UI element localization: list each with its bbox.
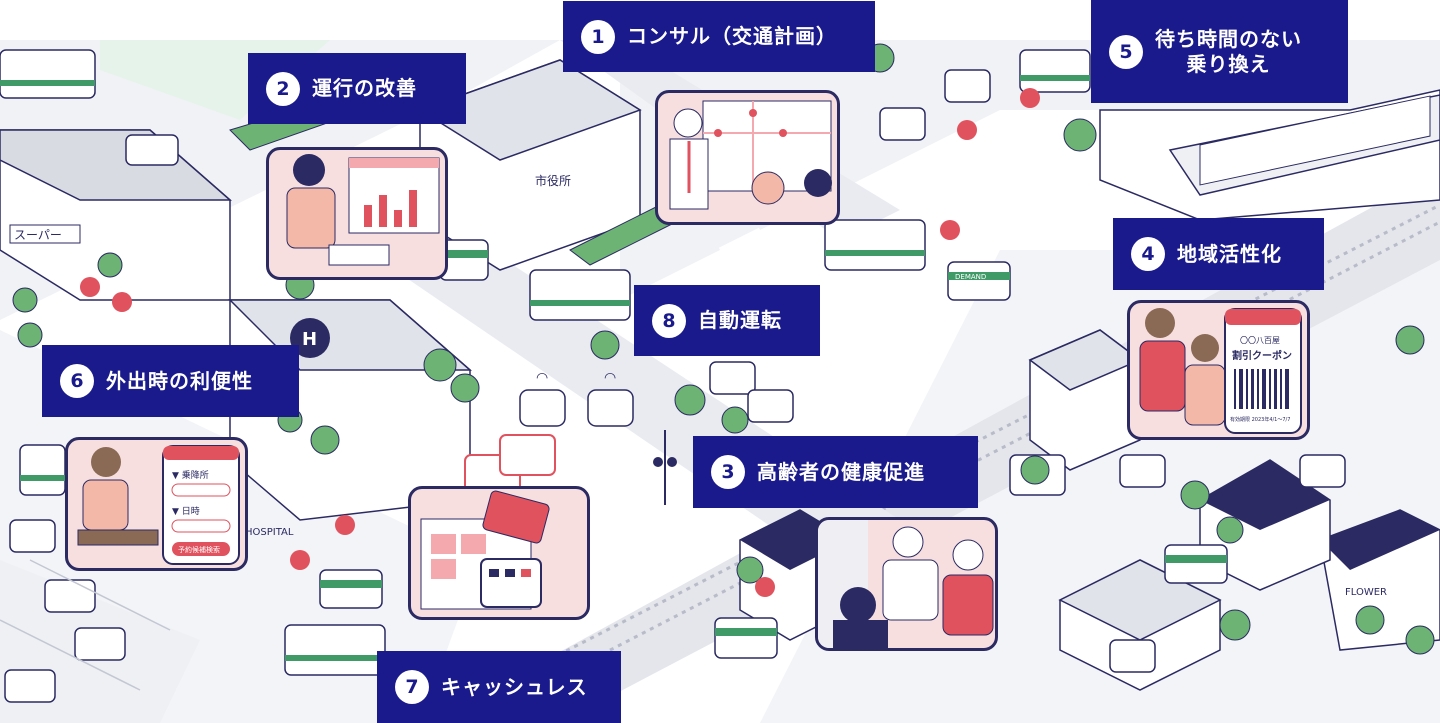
coupon-validity: 有効期限 2023年4/1〜7/7 — [1230, 416, 1290, 423]
pickup-field — [171, 483, 231, 497]
number-badge: 8 — [652, 303, 686, 338]
crosswalk — [718, 227, 792, 277]
label-autonomous-driving: 8 自動運転 — [634, 285, 820, 356]
number-badge: 3 — [711, 455, 745, 489]
ambulance — [499, 434, 556, 476]
demand-van: DEMAND — [947, 261, 1011, 301]
consulting-panel — [655, 90, 840, 225]
pickup-label: ▼ 乗降所 — [172, 469, 209, 481]
analyst-illustration — [286, 154, 440, 266]
outing-convenience-panel: ▼ 乗降所 ▼ 日時 予約候補検索 — [65, 437, 248, 571]
passengers-illustration — [818, 520, 994, 648]
demand-van — [1164, 544, 1228, 584]
car — [125, 134, 179, 166]
house — [1028, 329, 1142, 471]
car — [4, 669, 56, 703]
car — [44, 579, 96, 613]
autonomous-pod: ◠ — [519, 370, 566, 427]
bus — [284, 624, 386, 676]
booking-illustration: ▼ 乗降所 ▼ 日時 予約候補検索 — [77, 445, 240, 565]
label-text: 地域活性化 — [1177, 241, 1282, 266]
label-elderly-health: 3 高齢者の健康促進 — [693, 436, 978, 508]
city-hall-sign: 市役所 — [535, 173, 571, 188]
datetime-label: ▼ 日時 — [172, 506, 200, 517]
rail-track — [469, 203, 1440, 702]
cashless-panel — [408, 486, 590, 620]
regional-revitalization-panel: 〇〇八百屋 割引クーポン 有効期限 2023年4/1〜7/7 — [1127, 300, 1310, 440]
car — [747, 389, 794, 423]
search-button — [172, 542, 230, 556]
car — [1299, 454, 1346, 488]
label-text: キャッシュレス — [441, 674, 588, 699]
supermarket-building: スーパー — [0, 129, 232, 301]
demand-van — [319, 569, 383, 609]
label-text: 高齢者の健康促進 — [757, 459, 925, 484]
label-outing-convenience: 6 外出時の利便性 — [42, 345, 299, 417]
railroad-crossing — [653, 430, 677, 505]
label-text: 外出時の利便性 — [106, 368, 253, 393]
number-badge: 1 — [581, 19, 615, 54]
label-text: 自動運転 — [698, 308, 782, 332]
smile-marker — [80, 88, 1040, 597]
barcode — [1234, 369, 1289, 409]
number-badge: 7 — [395, 670, 429, 704]
florist-shop: FLOWER — [1319, 509, 1440, 651]
operation-improvement-panel — [266, 147, 448, 280]
coupon-shop: 〇〇八百屋 — [1240, 336, 1280, 345]
label-text: 待ち時間のない 乗り換え — [1155, 26, 1302, 76]
parking-lines — [0, 559, 171, 691]
bus — [1019, 49, 1091, 93]
car — [1119, 454, 1166, 488]
card-payment-illustration — [420, 490, 550, 610]
number-badge: 2 — [266, 71, 300, 106]
consultant-head — [673, 108, 703, 138]
label-text: コンサル（交通計画） — [627, 24, 837, 48]
florist-sign: FLOWER — [1345, 587, 1387, 598]
demand-van — [714, 617, 778, 659]
car — [879, 107, 926, 141]
label-text: 運行の改善 — [312, 76, 417, 100]
wifi-icon: ◠ — [536, 370, 548, 386]
bus — [19, 444, 66, 496]
autonomous-pod: ◠ — [587, 370, 634, 427]
datetime-field — [171, 519, 231, 533]
coupon-title: 割引クーポン — [1232, 349, 1292, 362]
consulting-illustration — [669, 100, 832, 210]
hospital-sign: HOSPITAL — [245, 527, 294, 538]
car — [9, 519, 56, 553]
coupon-illustration: 〇〇八百屋 割引クーポン 有効期限 2023年4/1〜7/7 — [1139, 308, 1302, 434]
bus — [824, 219, 926, 271]
demand-van-label: DEMAND — [955, 273, 986, 281]
car — [944, 69, 991, 103]
elderly-health-panel — [815, 517, 998, 651]
helipad — [290, 318, 330, 358]
credit-card — [482, 490, 550, 544]
number-badge: 5 — [1109, 34, 1143, 69]
wifi-icon: ◠ — [604, 370, 616, 386]
bus — [0, 49, 96, 99]
supermarket-sign: スーパー — [14, 228, 62, 242]
car — [1109, 639, 1156, 673]
label-operation-improvement: 2 運行の改善 — [248, 53, 466, 124]
car — [74, 627, 126, 661]
train-station — [1099, 89, 1440, 221]
helipad-mark: H — [302, 329, 317, 350]
label-cashless: 7 キャッシュレス — [377, 651, 621, 723]
trees — [12, 43, 1435, 655]
label-consulting: 1 コンサル（交通計画） — [563, 1, 875, 72]
car — [709, 361, 756, 395]
search-button-label: 予約候補検索 — [178, 545, 220, 554]
bus — [529, 269, 631, 321]
number-badge: 6 — [60, 364, 94, 398]
label-seamless-transfer: 5 待ち時間のない 乗り換え — [1091, 0, 1348, 103]
card-reader — [480, 558, 542, 608]
number-badge: 4 — [1131, 237, 1165, 271]
label-regional-revitalization: 4 地域活性化 — [1113, 218, 1324, 290]
grocery-shop — [1199, 459, 1331, 591]
